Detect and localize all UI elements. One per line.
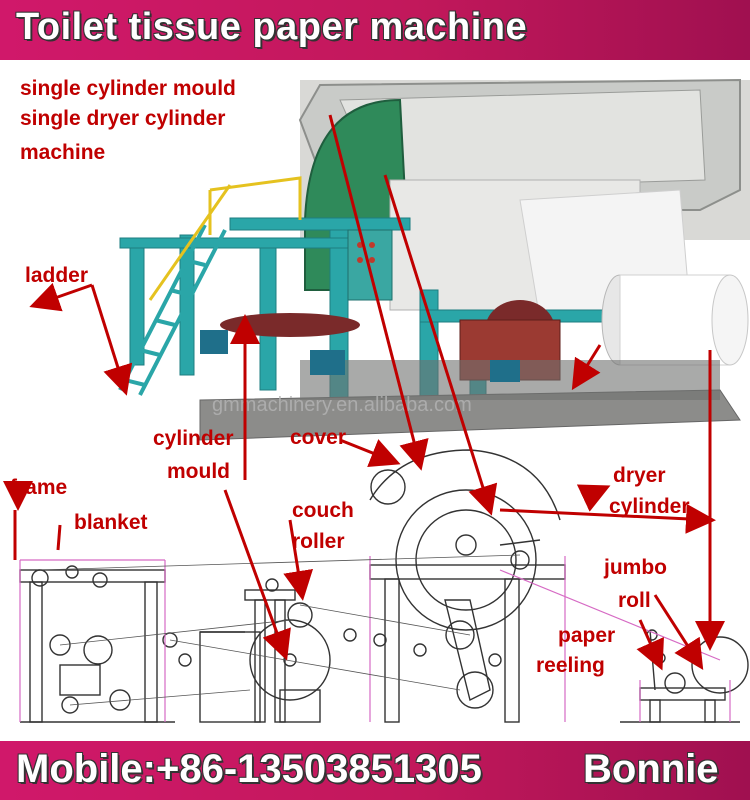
- drawing-roller: [31, 569, 49, 587]
- frame-beam: [229, 217, 411, 231]
- label-machine-line1: single cylinder mould: [20, 77, 236, 100]
- label-cover: cover: [290, 426, 347, 449]
- railing: [148, 176, 302, 301]
- label-couch-roller-line2: roller: [292, 530, 345, 553]
- label-ladder: ladder: [25, 264, 89, 287]
- label-dryer-cylinder-line2: cylinder: [609, 495, 690, 518]
- watermark: gmmachinery.en.alibaba.com: [212, 394, 472, 416]
- drawing-reeling-drum: [664, 672, 686, 694]
- label-paper-reeling-line1: paper: [558, 624, 616, 647]
- ladder: [118, 224, 227, 396]
- drawing-frame-post: [144, 581, 158, 723]
- label-cylinder-mould-line1: cylinder: [153, 427, 234, 450]
- label-cylinder-mould-line2: mould: [167, 460, 230, 483]
- contact-name: Bonnie: [583, 747, 719, 791]
- motor: [200, 330, 228, 354]
- label-machine-line2: single dryer cylinder: [20, 107, 226, 130]
- drawing-cylinder-mould: [249, 619, 331, 701]
- label-blanket: blanket: [74, 511, 148, 534]
- label-dryer-cylinder-line1: dryer: [613, 464, 666, 487]
- footer-banner: [0, 741, 750, 800]
- motor: [490, 360, 520, 382]
- label-paper-reeling-line2: reeling: [536, 654, 605, 677]
- label-jumbo-roll-line1: jumbo: [604, 556, 667, 579]
- label-machine-line3: machine: [20, 141, 106, 164]
- label-jumbo-roll-line2: roll: [618, 589, 651, 612]
- drawing-frame-post: [29, 581, 43, 723]
- motor: [310, 350, 345, 375]
- drawing-couch-roller: [287, 602, 313, 628]
- label-couch-roller-line1: couch: [292, 499, 354, 522]
- header-banner: [0, 0, 750, 60]
- drawing-paper-path: [19, 556, 731, 722]
- page-title: Toilet tissue paper machine: [16, 6, 528, 48]
- drawing-jumbo-roll: [691, 636, 749, 694]
- label-frame: frame: [10, 476, 68, 499]
- contact-phone: Mobile:+86-13503851305: [16, 747, 482, 791]
- control-panel: [347, 229, 393, 301]
- photo-date-mark: 200: [548, 446, 570, 460]
- drawing-dryer-cylinder: [395, 489, 537, 631]
- frame-beam: [119, 237, 361, 249]
